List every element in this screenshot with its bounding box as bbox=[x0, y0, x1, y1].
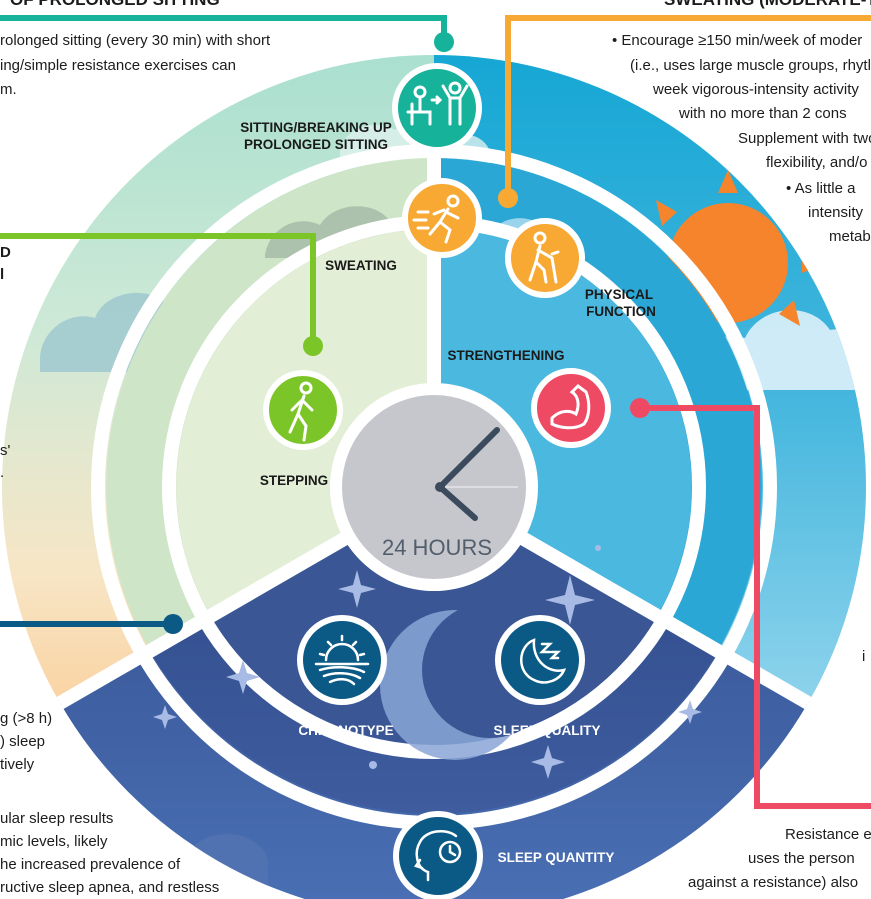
sweating-text-line: week vigorous-intensity activity bbox=[653, 81, 859, 98]
sweating-header: SWEATING (MODERATE-T bbox=[664, 0, 871, 10]
sleep-text-line: ructive sleep apnea, and restless bbox=[0, 879, 220, 896]
label-stepping: STEPPING bbox=[260, 473, 328, 488]
sweating-text-line: (i.e., uses large muscle groups, rhytl bbox=[630, 57, 871, 74]
sweating-text-line: • Encourage ≥150 min/week of moder bbox=[612, 32, 863, 49]
sweating-connector bbox=[505, 15, 871, 198]
stepping-text-fragment: D bbox=[0, 244, 11, 261]
sweating-text-line: metab bbox=[829, 228, 871, 245]
sleep-text-line: ) sleep bbox=[0, 733, 46, 750]
sitting-connector-dot bbox=[434, 32, 454, 52]
resistance-text-line: against a resistance) also bbox=[688, 874, 859, 891]
sitting-header: OF PROLONGED SITTING bbox=[10, 0, 220, 10]
walking-icon[interactable] bbox=[263, 370, 343, 450]
strengthening-connector bbox=[640, 405, 871, 809]
resistance-text-line: Resistance ex bbox=[785, 826, 871, 843]
label-sitting-line2: PROLONGED SITTING bbox=[244, 137, 388, 152]
running-icon[interactable] bbox=[402, 178, 482, 258]
sweating-text-fragment: i bbox=[862, 648, 866, 665]
sitting-text-line: rolonged sitting (every 30 min) with sho… bbox=[0, 32, 271, 49]
label-strengthening: STRENGTHENING bbox=[447, 348, 564, 363]
sleep-text-line: g (>8 h) bbox=[0, 710, 53, 727]
sweating-text-line: flexibility, and/o bbox=[766, 154, 868, 171]
sleep-text-line: tively bbox=[0, 756, 35, 773]
stepping-connector-dot bbox=[303, 336, 323, 356]
sunrise-icon[interactable] bbox=[297, 615, 387, 705]
stepping-connector bbox=[0, 233, 316, 346]
sit-stand-icon[interactable] bbox=[392, 63, 482, 153]
label-chronotype: CHRONOTYPE bbox=[298, 723, 393, 738]
sleep-text-line: he increased prevalence of bbox=[0, 856, 181, 873]
clock-face: 24 HOURS bbox=[330, 383, 538, 591]
moon-zzz-icon[interactable] bbox=[495, 615, 585, 705]
elderly-cane-icon[interactable] bbox=[505, 218, 585, 298]
resistance-text-line: uses the person bbox=[748, 850, 855, 867]
label-sweating: SWEATING bbox=[325, 258, 397, 273]
sweating-connector-dot bbox=[498, 188, 518, 208]
label-sitting-line1: SITTING/BREAKING UP bbox=[240, 120, 392, 135]
clock-label: 24 HOURS bbox=[382, 535, 492, 560]
clock-hour-hand bbox=[437, 484, 478, 521]
stepping-text-fragment: . bbox=[0, 464, 5, 481]
sweating-text-line: • As little a bbox=[786, 180, 856, 197]
label-physical-line1: PHYSICAL bbox=[585, 287, 653, 302]
sleep-text-line: mic levels, likely bbox=[0, 833, 108, 850]
sitting-text-line: ing/simple resistance exercises can bbox=[0, 57, 236, 74]
stepping-text-fragment: s' bbox=[0, 442, 11, 459]
label-physical-line2: FUNCTION bbox=[586, 304, 656, 319]
label-sleep-quantity: SLEEP QUANTITY bbox=[498, 850, 615, 865]
clock-minute-hand bbox=[437, 427, 500, 490]
head-clock-icon[interactable] bbox=[393, 811, 483, 899]
star-decoration bbox=[153, 545, 702, 779]
sleep-text-line: ular sleep results bbox=[0, 810, 114, 827]
label-sleep-quality: SLEEP QUALITY bbox=[493, 723, 600, 738]
stepping-text-fragment: l bbox=[0, 266, 5, 283]
sweating-text-line: with no more than 2 cons bbox=[679, 105, 847, 122]
flexed-arm-icon[interactable] bbox=[531, 368, 611, 448]
chronotype-connector-dot bbox=[163, 614, 183, 634]
sweating-text-line: Supplement with two bbox=[738, 130, 871, 147]
sweating-text-line: intensity bbox=[808, 204, 864, 221]
sitting-text-line: m. bbox=[0, 81, 17, 98]
strengthening-connector-dot bbox=[630, 398, 650, 418]
